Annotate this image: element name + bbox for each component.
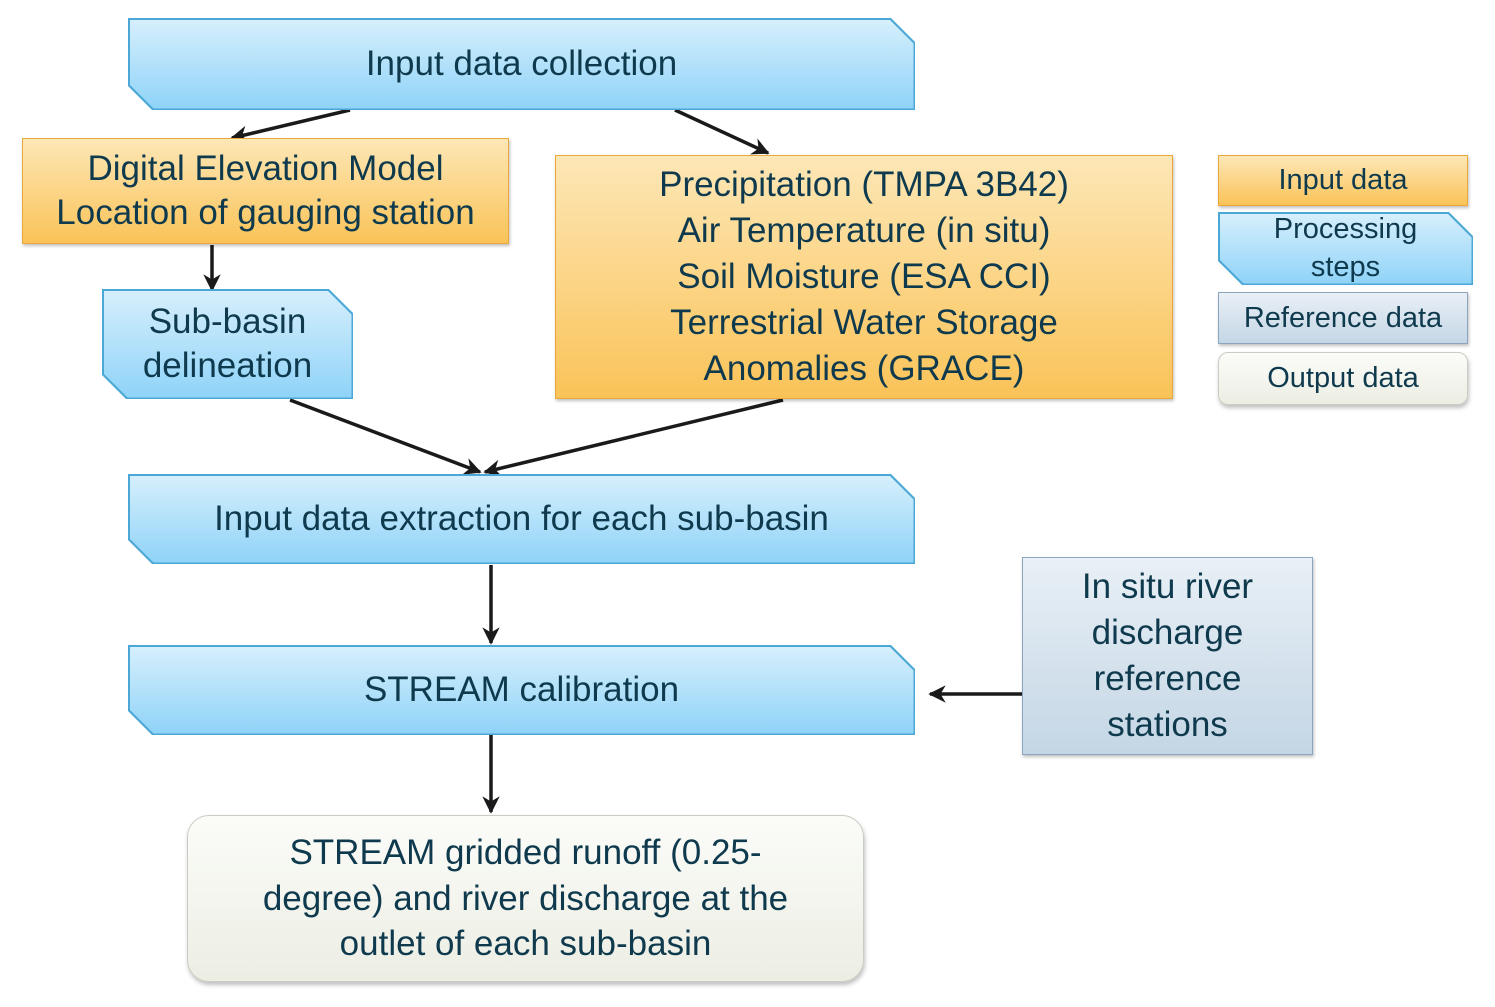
legend-input-data: Input data: [1218, 155, 1468, 206]
arrow-collection-to-dem: [230, 108, 351, 143]
node-label: Input data extraction for each sub-basin: [214, 499, 829, 539]
legend-label: Input data: [1278, 164, 1408, 197]
node-label: STREAM gridded runoff (0.25- degree) and…: [262, 832, 789, 964]
node-label: Sub-basin delineation: [142, 302, 313, 385]
legend-label: Processing steps: [1273, 212, 1418, 283]
node-stream-output: STREAM gridded runoff (0.25- degree) and…: [187, 815, 864, 982]
arrow-forcing-to-extraction: [483, 398, 784, 477]
node-input-data-collection: Input data collection: [130, 20, 914, 109]
node-input-data-extraction: Input data extraction for each sub-basin: [130, 476, 914, 563]
node-stream-calibration: STREAM calibration: [130, 647, 914, 734]
node-label: STREAM calibration: [363, 670, 680, 710]
node-subbasin-delineation: Sub-basin delineation: [104, 291, 352, 398]
arrow-subbasin-to-extraction: [289, 398, 482, 475]
legend-processing-steps: Processing steps: [1220, 214, 1472, 284]
node-label: Input data collection: [365, 44, 678, 84]
legend-output-data: Output data: [1218, 352, 1468, 405]
node-label: Precipitation (TMPA 3B42) Air Temperatur…: [659, 165, 1069, 388]
legend-label: Output data: [1267, 362, 1419, 395]
node-label: Digital Elevation Model Location of gaug…: [56, 149, 475, 232]
node-forcing-datasets: Precipitation (TMPA 3B42) Air Temperatur…: [555, 155, 1173, 399]
legend-label: Reference data: [1243, 301, 1443, 334]
node-label: In situ river discharge reference statio…: [1081, 567, 1254, 744]
legend-reference-data: Reference data: [1218, 292, 1468, 344]
node-dem-gauging-station: Digital Elevation Model Location of gaug…: [22, 138, 509, 244]
arrow-collection-to-forcing: [674, 108, 770, 155]
node-reference-stations: In situ river discharge reference statio…: [1022, 557, 1313, 755]
